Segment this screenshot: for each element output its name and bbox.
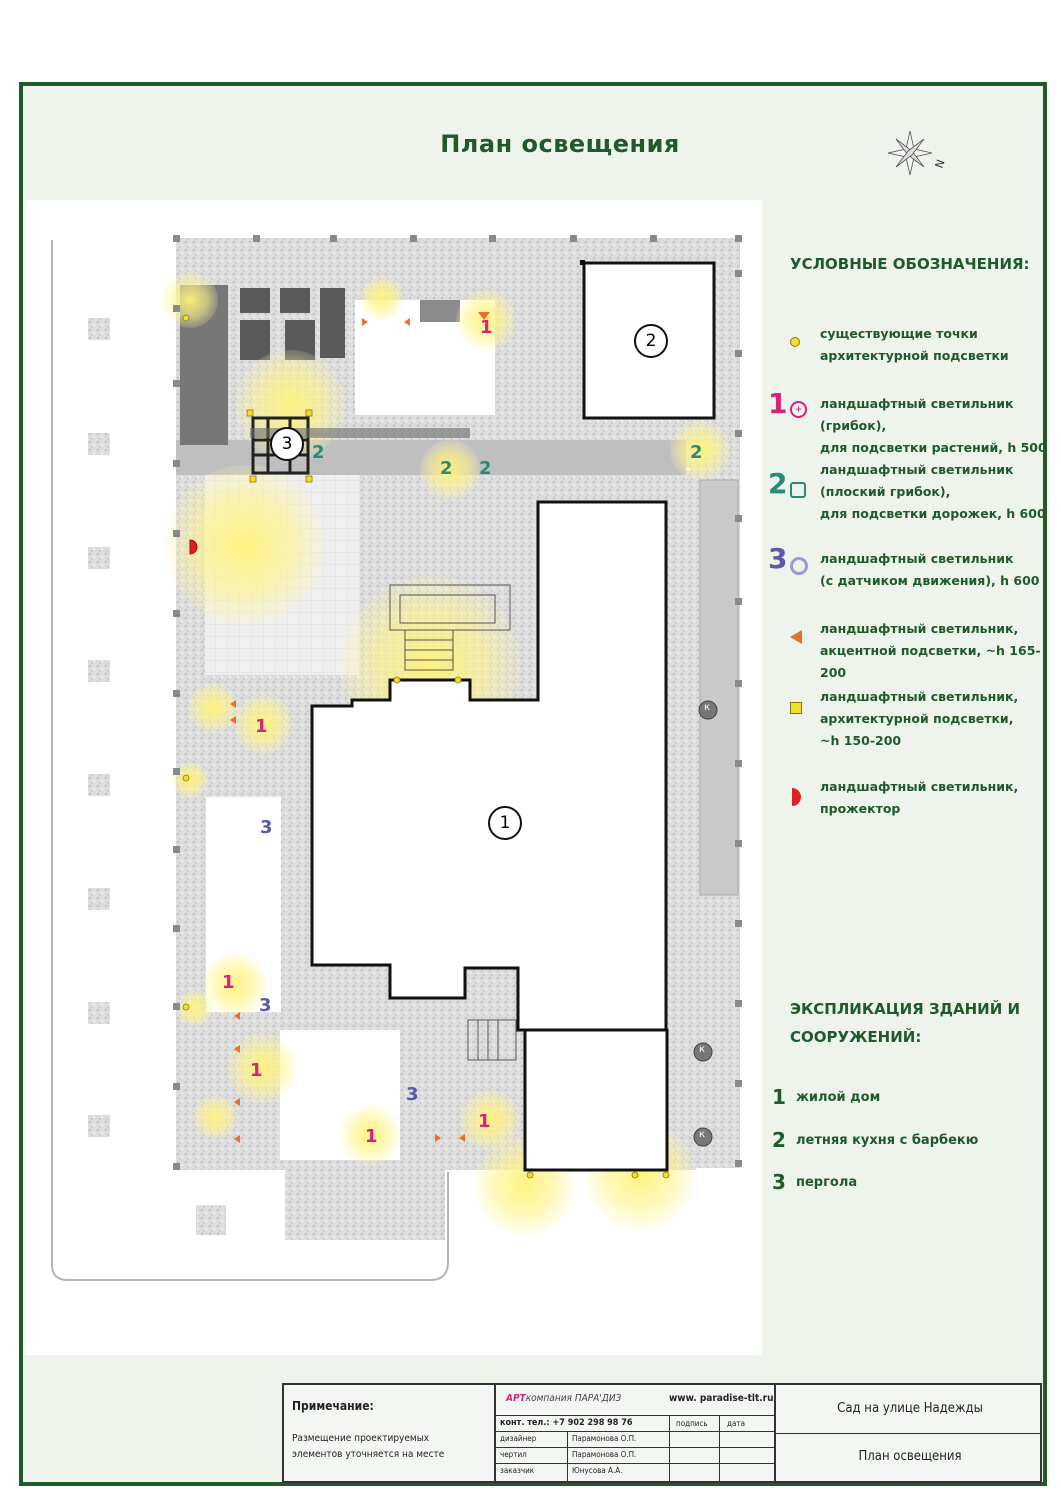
legend-text: ландшафтный светильник, архитектурной по… [820, 689, 1019, 748]
building-label-3: 3 [270, 427, 304, 461]
fixture-label-1: 1 [222, 972, 235, 993]
orange-triangle-icon [790, 630, 802, 644]
purple-ring-icon [790, 557, 808, 575]
fixture-label-1: 1 [478, 1111, 491, 1132]
building-label-1: 1 [488, 806, 522, 840]
manhole-label: к [699, 1044, 706, 1055]
explication-number: 2 [772, 1128, 786, 1152]
teal-square-circle-icon [790, 482, 806, 498]
company-logo: АРТкомпания ПАРА'ДИЗ [506, 1393, 621, 1404]
compass-rose-icon: N [887, 130, 948, 176]
fixture-label-2: 2 [440, 458, 453, 479]
stamp-role: чертил [500, 1450, 527, 1459]
legend-number: 1 [768, 387, 788, 420]
floodlight-marker [189, 539, 198, 555]
note-line: элементов уточняется на месте [292, 1449, 445, 1460]
stamp-role: дизайнер [500, 1434, 537, 1443]
fixture-label-2: 2 [479, 458, 492, 479]
fixture-label-3: 3 [259, 995, 272, 1016]
stamp-name: Парамонова О.П. [572, 1434, 637, 1443]
fixture-label-2: 2 [690, 442, 703, 463]
legend-text: существующие точки архитектурной подсвет… [820, 326, 1009, 363]
explication-title: СООРУЖЕНИЙ: [790, 1028, 922, 1046]
explication-number: 1 [772, 1085, 786, 1109]
stamp-name: Парамонова О.П. [572, 1450, 637, 1459]
sheet-name: План освещения [858, 1449, 962, 1464]
col-sign: подпись [676, 1419, 708, 1428]
company-name: компания ПАРА'ДИЗ [525, 1393, 622, 1404]
legend-text: ландшафтный светильник, прожектор [820, 779, 1019, 816]
fixture-label-1: 1 [480, 317, 493, 338]
stamp-name: Юнусова А.А. [572, 1466, 623, 1475]
building-label-2: 2 [634, 324, 668, 358]
manhole-label: к [704, 702, 711, 713]
explication-text: летняя кухня с барбекю [796, 1133, 979, 1148]
fixture-label-1: 1 [250, 1060, 263, 1081]
fixture-label-3: 3 [260, 817, 273, 838]
explication-number: 3 [772, 1170, 786, 1194]
yellow-dot-icon [790, 337, 800, 347]
pink-circle-plus-icon: + [790, 401, 807, 418]
project-name: Сад на улице Надежды [837, 1401, 983, 1416]
manhole-label: к [699, 1129, 706, 1140]
legend-text: ландшафтный светильник, акцентной подсве… [820, 621, 1041, 680]
explication-text: жилой дом [796, 1090, 881, 1105]
col-date: дата [727, 1419, 745, 1428]
note-line: Размещение проектируемых [292, 1433, 430, 1444]
title-block: Примечание: Размещение проектируемых эле… [282, 1383, 1042, 1483]
website-link[interactable]: www. paradise-tlt.ru [669, 1393, 774, 1404]
yellow-square-icon [790, 702, 802, 714]
fixture-label-1: 1 [255, 716, 268, 737]
fixture-label-2: 2 [312, 442, 325, 463]
legend-text: ландшафтный светильник (плоский грибок),… [820, 462, 1046, 521]
note-title: Примечание: [292, 1399, 374, 1413]
fixture-label-3: 3 [406, 1084, 419, 1105]
building-1-house [310, 500, 668, 1032]
stamp-role: заказчик [500, 1466, 535, 1475]
page-title: План освещения [440, 130, 680, 158]
company-art: АРТ [506, 1393, 526, 1404]
explication-text: пергола [796, 1175, 858, 1190]
legend-number: 3 [768, 542, 788, 575]
phone: конт. тел.: +7 902 298 98 76 [500, 1418, 633, 1428]
legend-title: УСЛОВНЫЕ ОБОЗНАЧЕНИЯ: [790, 255, 1030, 273]
legend-number: 2 [768, 467, 788, 500]
fixture-label-1: 1 [365, 1126, 378, 1147]
legend-text: ландшафтный светильник (с датчиком движе… [820, 551, 1040, 588]
legend-text: ландшафтный светильник (грибок), для под… [820, 396, 1047, 455]
explication-title: ЭКСПЛИКАЦИЯ ЗДАНИЙ И [790, 1000, 1021, 1018]
